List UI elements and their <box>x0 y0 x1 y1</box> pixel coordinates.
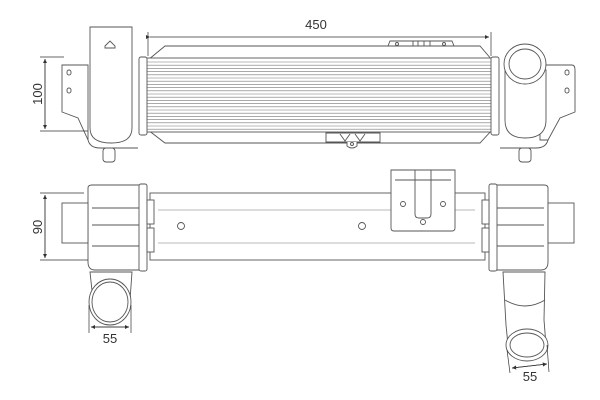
front-view: 450 100 <box>30 17 576 163</box>
dimension-depth-label: 90 <box>30 220 45 234</box>
dimension-inlet-label: 55 <box>103 331 117 346</box>
top-view: 90 55 55 <box>30 169 575 384</box>
cooling-fins <box>147 61 491 130</box>
dimension-length-label: 450 <box>305 17 327 32</box>
dimension-outlet-label: 55 <box>523 369 537 384</box>
dimension-height-label: 100 <box>30 83 45 105</box>
